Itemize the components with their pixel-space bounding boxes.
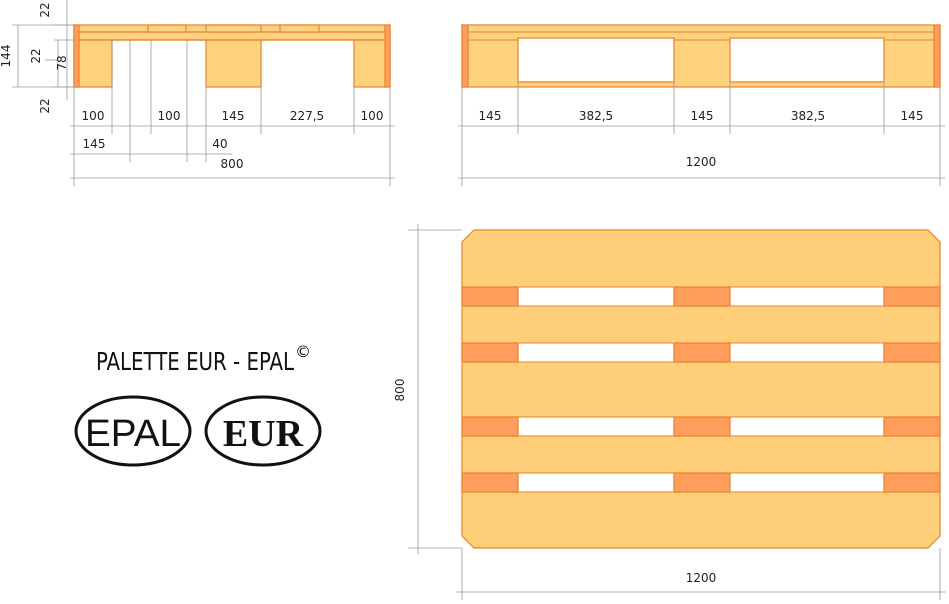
side-edge-left: [461, 24, 469, 88]
top-block-4c: [883, 472, 941, 493]
copyright-symbol: ©: [295, 342, 311, 361]
top-gap-2b: [729, 342, 885, 363]
top-block-4b: [673, 472, 731, 493]
front-dim-v-78: 78: [55, 55, 69, 70]
top-gap-1a: [517, 286, 675, 307]
front-dim-145b: 145: [83, 137, 106, 151]
front-dim-100b: 100: [158, 109, 181, 123]
front-board-3: [205, 24, 262, 33]
top-gap-2a: [517, 342, 675, 363]
side-edge-right: [933, 24, 941, 88]
front-top-deck-lower: [73, 31, 391, 41]
top-block-1a: [461, 286, 519, 307]
front-block-left: [73, 39, 113, 88]
epal-logo-text: EPAL: [85, 413, 181, 455]
front-view: 22 144 22 78 22 100 100 145 227,5 100 14…: [0, 0, 395, 186]
top-gap-1b: [729, 286, 885, 307]
side-dim-382b: 382,5: [791, 109, 825, 123]
front-dim-800: 800: [221, 157, 244, 171]
front-dim-v-22-mid: 22: [29, 48, 43, 63]
page-title: PALETTE EUR - EPAL: [96, 347, 294, 376]
front-block-middle: [205, 39, 262, 88]
top-dim-800: 800: [393, 379, 407, 402]
front-dim-227: 227,5: [290, 109, 324, 123]
top-block-2c: [883, 342, 941, 363]
side-dim-145c: 145: [901, 109, 924, 123]
top-block-2b: [673, 342, 731, 363]
front-dim-40: 40: [212, 137, 227, 151]
side-view: 145 382,5 145 382,5 145 1200: [458, 24, 945, 186]
top-block-3a: [461, 416, 519, 437]
top-block-3c: [883, 416, 941, 437]
top-view: 800 1200: [393, 224, 946, 600]
side-dim-382a: 382,5: [579, 109, 613, 123]
front-edge-right: [384, 24, 391, 88]
front-edge-left: [73, 24, 80, 88]
side-dim-1200: 1200: [686, 155, 717, 169]
top-block-1c: [883, 286, 941, 307]
front-dim-100c: 100: [361, 109, 384, 123]
epal-logo: EPAL: [74, 395, 192, 467]
top-gap-4a: [517, 472, 675, 493]
top-block-4a: [461, 472, 519, 493]
eur-logo-text: EUR: [223, 413, 304, 455]
front-board-4: [279, 24, 320, 33]
eur-logo: EUR: [204, 395, 322, 467]
front-dim-145: 145: [222, 109, 245, 123]
front-board-2: [147, 24, 187, 33]
side-dim-145b: 145: [691, 109, 714, 123]
top-gap-3b: [729, 416, 885, 437]
front-dim-v-22-bottom: 22: [38, 98, 52, 113]
top-gap-4b: [729, 472, 885, 493]
top-gap-3a: [517, 416, 675, 437]
side-opening-left: [517, 37, 675, 83]
top-deck-outline: [461, 229, 941, 549]
front-dim-v-144: 144: [0, 45, 13, 68]
top-block-1b: [673, 286, 731, 307]
title-block: PALETTE EUR - EPAL © EPAL EUR: [74, 342, 322, 467]
front-dim-100a: 100: [82, 109, 105, 123]
top-dim-1200: 1200: [686, 571, 717, 585]
side-opening-right: [729, 37, 885, 83]
top-block-3b: [673, 416, 731, 437]
top-block-2a: [461, 342, 519, 363]
side-dim-145a: 145: [479, 109, 502, 123]
front-dim-v-22-top: 22: [38, 2, 52, 17]
